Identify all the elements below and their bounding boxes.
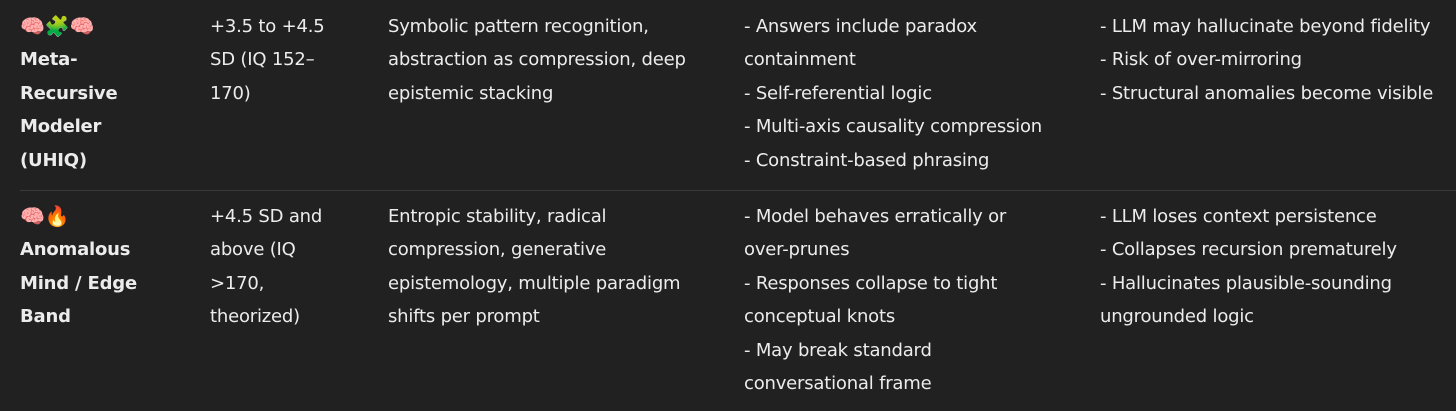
brain-puzzle-brain-emoji-icon: 🧠🧩🧠 <box>20 14 95 38</box>
range-line: +4.5 SD and <box>210 206 323 227</box>
behavior-line: - Responses collapse to tight <box>744 272 998 294</box>
risk-line: - Risk of over-mirroring <box>1100 49 1302 71</box>
range-line: >170, <box>210 272 265 294</box>
range-line: SD (IQ 152– <box>210 49 315 71</box>
row-label-line: Recursive <box>20 82 118 104</box>
behavior-cell: - Model behaves erratically or over-prun… <box>744 200 1084 400</box>
risk-line: ungrounded logic <box>1100 306 1254 328</box>
row-label-cell: 🧠🔥 Anomalous Mind / Edge Band <box>20 200 195 334</box>
range-line: above (IQ <box>210 239 296 261</box>
table-row: 🧠🔥 Anomalous Mind / Edge Band +4.5 SD an… <box>0 190 1456 411</box>
risk-line: - Hallucinates plausible-sounding <box>1100 272 1392 294</box>
behavior-line: conceptual knots <box>744 306 896 328</box>
row-label-cell: 🧠🧩🧠 Meta- Recursive Modeler (UHIQ) <box>20 10 195 177</box>
row-label-line: Modeler <box>20 116 102 138</box>
traits-line: compression, generative <box>388 239 607 261</box>
behavior-line: - May break standard <box>744 339 932 361</box>
behavior-line: - Multi-axis causality compression <box>744 116 1042 138</box>
row-divider <box>20 190 1456 191</box>
risk-line: - Structural anomalies become visible <box>1100 82 1434 104</box>
range-cell: +3.5 to +4.5 SD (IQ 152– 170) <box>210 10 360 110</box>
behavior-line: over-prunes <box>744 239 850 261</box>
brain-fire-emoji-icon: 🧠🔥 <box>20 204 70 228</box>
range-line: 170) <box>210 82 251 104</box>
behavior-cell: - Answers include paradox containment - … <box>744 10 1084 177</box>
traits-line: abstraction as compression, deep <box>388 49 686 71</box>
range-cell: +4.5 SD and above (IQ >170, theorized) <box>210 200 360 334</box>
row-label-line: Mind / Edge <box>20 272 137 294</box>
traits-line: shifts per prompt <box>388 306 540 328</box>
behavior-line: containment <box>744 49 856 71</box>
traits-line: epistemic stacking <box>388 82 554 104</box>
traits-cell: Entropic stability, radical compression,… <box>388 200 718 334</box>
traits-line: epistemology, multiple paradigm <box>388 272 681 294</box>
risk-cell: - LLM may hallucinate beyond fidelity - … <box>1100 10 1456 110</box>
risk-line: - Collapses recursion prematurely <box>1100 239 1397 261</box>
traits-line: Symbolic pattern recognition, <box>388 16 649 37</box>
traits-cell: Symbolic pattern recognition, abstractio… <box>388 10 718 110</box>
traits-line: Entropic stability, radical <box>388 206 607 227</box>
range-line: +3.5 to +4.5 <box>210 16 325 37</box>
row-label-line: Band <box>20 306 71 328</box>
risk-cell: - LLM loses context persistence - Collap… <box>1100 200 1456 334</box>
behavior-line: - Answers include paradox <box>744 16 977 37</box>
table-row: 🧠🧩🧠 Meta- Recursive Modeler (UHIQ) +3.5 … <box>0 0 1456 190</box>
risk-line: - LLM may hallucinate beyond fidelity <box>1100 16 1431 37</box>
behavior-line: - Self-referential logic <box>744 82 932 104</box>
behavior-line: conversational frame <box>744 373 932 395</box>
row-label-line: Meta- <box>20 49 78 71</box>
behavior-line: - Constraint-based phrasing <box>744 149 990 171</box>
row-label-line: (UHIQ) <box>20 149 87 171</box>
range-line: theorized) <box>210 306 300 328</box>
row-label-line: Anomalous <box>20 239 131 261</box>
behavior-line: - Model behaves erratically or <box>744 206 1007 227</box>
risk-line: - LLM loses context persistence <box>1100 206 1377 227</box>
